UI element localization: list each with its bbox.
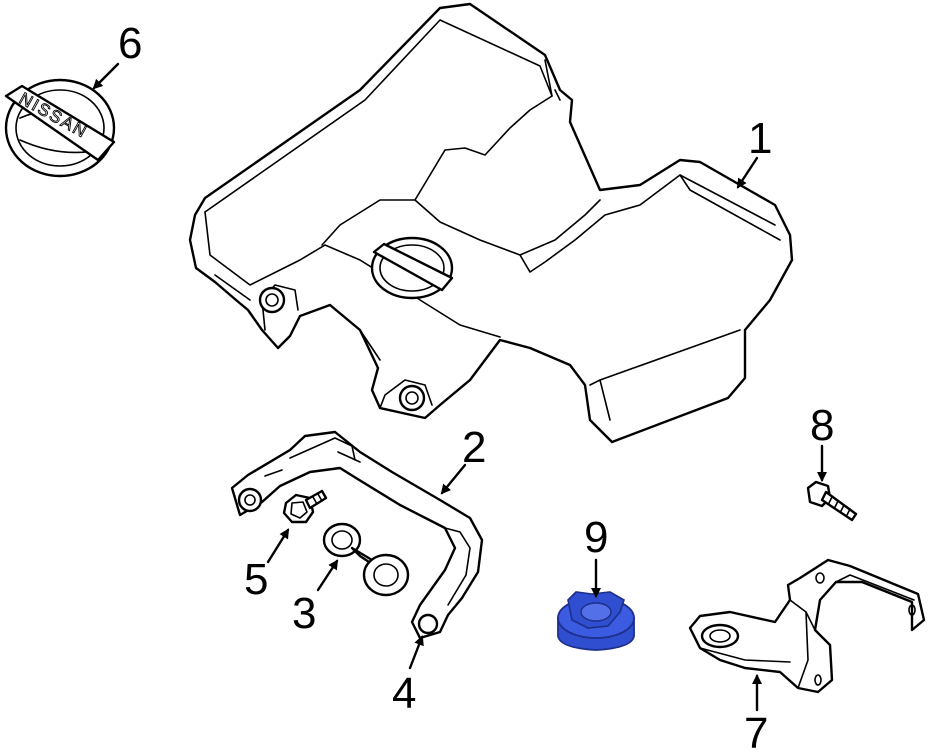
leader-1 <box>736 156 759 189</box>
callout-6: 6 <box>118 19 142 68</box>
leader-6 <box>92 62 120 90</box>
leader-3 <box>316 559 339 592</box>
callout-5: 5 <box>244 555 268 604</box>
emblem-part[interactable]: NISSAN <box>4 78 116 178</box>
leader-5 <box>266 528 290 564</box>
emblem-inner-ring <box>15 89 105 167</box>
engine-cover-part[interactable] <box>188 2 794 444</box>
callout-7: 7 <box>744 709 768 752</box>
lower-bracket-part[interactable] <box>688 558 926 694</box>
cap-9-part[interactable] <box>557 591 635 651</box>
leader-2 <box>440 463 467 495</box>
callout-1: 1 <box>748 114 772 163</box>
screw-8-part[interactable] <box>806 480 858 522</box>
callout-8: 8 <box>810 401 834 450</box>
grommet-3-part[interactable] <box>322 522 410 597</box>
engine-cover-body <box>188 2 794 444</box>
callout-9: 9 <box>584 513 608 562</box>
callout-2: 2 <box>462 423 486 472</box>
bolt-5-part[interactable] <box>282 489 328 524</box>
callout-3: 3 <box>292 589 316 638</box>
leader-4 <box>408 635 424 670</box>
bracket-part[interactable] <box>230 430 484 640</box>
callout-4: 4 <box>392 669 416 718</box>
